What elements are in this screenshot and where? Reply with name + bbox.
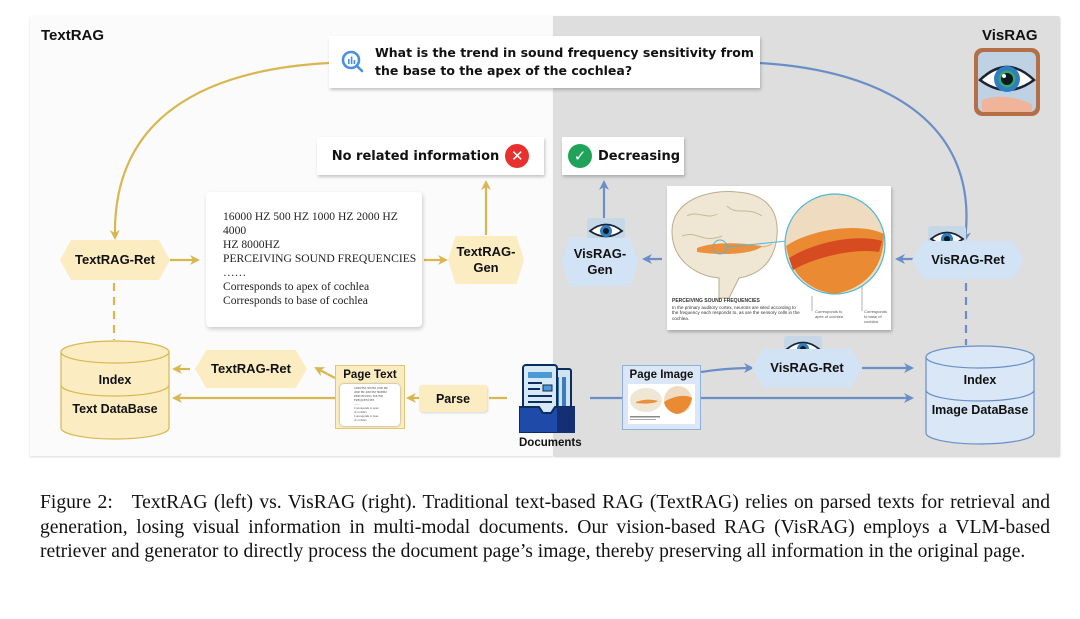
caption-text: TextRAG (left) vs. VisRAG (right). Tradi… xyxy=(40,492,1051,562)
page-text-mini-line: 16000 HZ 500 HZ 1000 HZ xyxy=(354,386,388,390)
retrieved-image-callout-apex: Corresponds to apex of cochlea xyxy=(815,309,844,319)
visrag-ret-label: VisRAG-Ret xyxy=(931,252,1005,267)
parse-node: Parse xyxy=(419,385,487,412)
image-db-index-label: Index xyxy=(963,373,997,387)
visrag-gen-label-1: VisRAG- xyxy=(573,246,627,261)
visrag-eye-logo xyxy=(974,48,1040,116)
database-cylinder-icon xyxy=(60,340,170,440)
page-image-node: Page Image xyxy=(622,365,701,430)
page-text-mini-line: 2000 HZ 4000 HZ 8000HZ xyxy=(354,390,387,394)
text-database: Index Text DataBase xyxy=(60,340,170,440)
textrag-ret-label: TextRAG-Ret xyxy=(75,252,155,267)
textrag-gen-node: TextRAG-Gen xyxy=(448,236,524,284)
database-cylinder-icon xyxy=(925,345,1035,445)
retrieved-image-callout-base: Corresponds to base of cochlea xyxy=(864,309,887,324)
page-text-mini-line: of cochlea xyxy=(354,418,367,422)
retrieved-text-line: Corresponds to apex of cochlea xyxy=(223,280,370,293)
query-text: What is the trend in sound frequency sen… xyxy=(375,45,754,78)
retrieved-page-image: PERCEIVING SOUND FREQUENCIES In the prim… xyxy=(667,186,891,330)
text-db-index-label: Index xyxy=(98,373,132,387)
retrieved-text-line: …… xyxy=(223,266,247,279)
page-text-mini-line: PERCEIVING SOUND xyxy=(354,394,383,398)
retrieved-text-line: Corresponds to base of cochlea xyxy=(223,294,368,307)
visrag-gen-label-2: Gen xyxy=(587,262,613,277)
visrag-gen-node: VisRAG-Gen xyxy=(562,238,638,286)
retrieved-image-title: PERCEIVING SOUND FREQUENCIES xyxy=(672,298,760,304)
query-card: What is the trend in sound frequency sen… xyxy=(329,36,760,88)
page-text-mini-line: of cochlea xyxy=(354,410,367,414)
page-text-mini-line: Corresponds to base xyxy=(354,414,379,418)
page-text-mini-line: Corresponds to apex xyxy=(354,406,379,410)
visrag-ret-node: VisRAG-Ret xyxy=(912,241,1024,279)
figure-caption: Figure 2: TextRAG (left) vs. VisRAG (rig… xyxy=(40,491,1050,565)
x-circle-icon: ✕ xyxy=(505,144,530,168)
search-chart-icon xyxy=(341,50,365,74)
textrag-gen-label-2: Gen xyxy=(473,260,499,275)
page-text-mini-line: …… xyxy=(354,402,360,406)
retrieved-text-line: PERCEIVING SOUND FREQUENCIES xyxy=(223,252,417,265)
page-text-node: Page Text 16000 HZ 500 HZ 1000 HZ 2000 H… xyxy=(335,365,405,429)
visrag-ret-index-node: VisRAG-Ret xyxy=(752,349,862,387)
visrag-title: VisRAG xyxy=(982,27,1038,44)
textrag-ret-index-node: TextRAG-Ret xyxy=(195,350,307,388)
page-image-thumbnail xyxy=(628,384,695,424)
visrag-answer-card: ✓ Decreasing xyxy=(562,137,684,175)
page-text-label: Page Text xyxy=(343,369,397,381)
textrag-title: TextRAG xyxy=(41,27,105,44)
retrieved-text-card: 16000 HZ 500 HZ 1000 HZ 2000 HZ 4000 HZ … xyxy=(206,192,422,327)
visrag-ret-index-label: VisRAG-Ret xyxy=(770,360,844,375)
textrag-ret-index-label: TextRAG-Ret xyxy=(211,361,291,376)
page-image-label: Page Image xyxy=(629,369,694,381)
caption-label: Figure 2: xyxy=(40,492,113,513)
textrag-answer-text: No related information xyxy=(331,148,500,164)
parse-label: Parse xyxy=(435,391,471,406)
page-text-mini-line: FREQUENCIES xyxy=(354,398,375,402)
retrieved-text-line: HZ 8000HZ xyxy=(223,238,280,251)
page-text-thumbnail: 16000 HZ 500 HZ 1000 HZ 2000 HZ 4000 HZ … xyxy=(340,384,400,426)
retrieved-text-line: 16000 HZ 500 HZ 1000 HZ 2000 HZ 4000 xyxy=(223,210,398,237)
textrag-gen-label-1: TextRAG- xyxy=(456,244,516,259)
retrieved-image-body: In the primary auditory cortex, neurons … xyxy=(672,305,800,321)
check-circle-icon: ✓ xyxy=(568,144,592,168)
documents-label: Documents xyxy=(519,437,582,449)
image-db-name-label: Image DataBase xyxy=(931,403,1029,417)
image-database: Index Image DataBase xyxy=(925,345,1035,445)
textrag-ret-node: TextRAG-Ret xyxy=(60,240,170,280)
text-db-name-label: Text DataBase xyxy=(72,402,158,416)
visrag-answer-text: Decreasing xyxy=(598,148,681,164)
textrag-answer-card: No related information ✕ xyxy=(317,137,544,175)
documents-icon xyxy=(518,363,576,434)
